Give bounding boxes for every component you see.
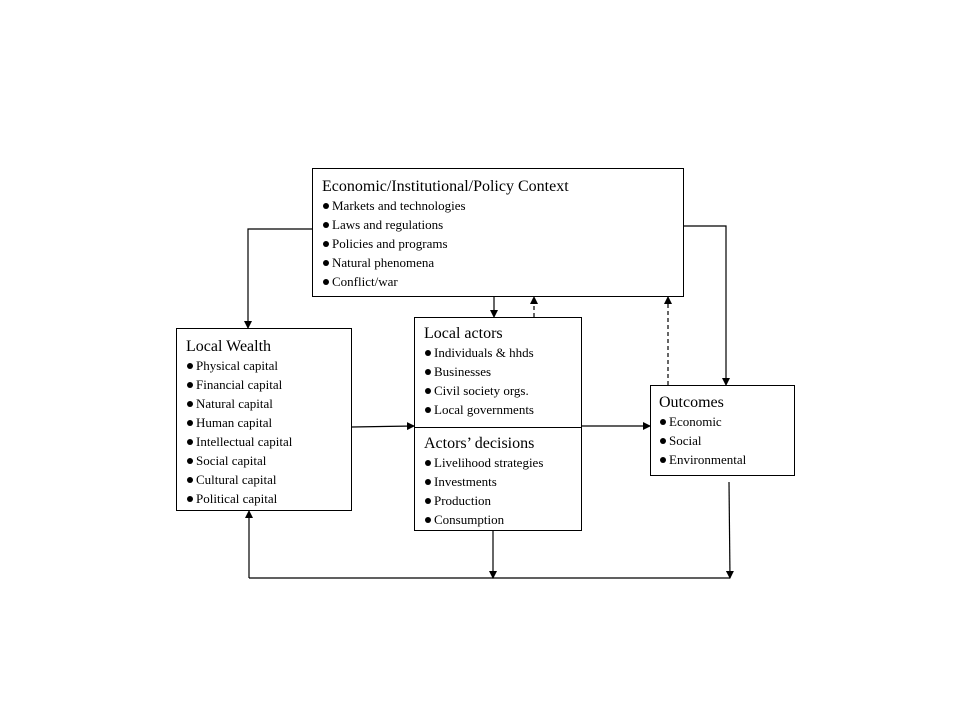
local-actors-section: Local actors Individuals & hhds Business…	[415, 318, 581, 428]
outcomes-title: Outcomes	[659, 394, 724, 411]
actors-decisions-item: Consumption	[424, 510, 581, 529]
local-wealth-item: Physical capital	[186, 356, 351, 375]
outcomes-item: Economic	[659, 412, 794, 431]
local-wealth-box: Local Wealth Physical capital Financial …	[176, 328, 352, 511]
actors-decisions-item: Livelihood strategies	[424, 453, 581, 472]
actors-decisions-item: Production	[424, 491, 581, 510]
actors-decisions-list: Livelihood strategies Investments Produc…	[424, 453, 581, 529]
context-box: Economic/Institutional/Policy Context Ma…	[312, 168, 684, 297]
arrow-outcomes-down	[725, 481, 734, 579]
context-item: Laws and regulations	[322, 215, 683, 234]
local-wealth-item: Human capital	[186, 413, 351, 432]
arrow-wealth-to-actors	[351, 422, 415, 431]
local-actors-item: Businesses	[424, 362, 581, 381]
actors-decisions-item: Investments	[424, 472, 581, 491]
outcomes-box: Outcomes Economic Social Environmental	[650, 385, 795, 476]
actors-decisions-section: Actors’ decisions Livelihood strategies …	[415, 428, 581, 529]
context-item: Markets and technologies	[322, 196, 683, 215]
local-wealth-item: Intellectual capital	[186, 432, 351, 451]
local-actors-item: Civil society orgs.	[424, 381, 581, 400]
local-wealth-item: Financial capital	[186, 375, 351, 394]
context-item: Natural phenomena	[322, 253, 683, 272]
outcomes-list: Economic Social Environmental	[659, 412, 794, 469]
context-item: Policies and programs	[322, 234, 683, 253]
outcomes-item: Environmental	[659, 450, 794, 469]
arrow-context-to-outcomes	[684, 225, 730, 386]
local-actors-box: Local actors Individuals & hhds Business…	[414, 317, 582, 531]
local-actors-list: Individuals & hhds Businesses Civil soci…	[424, 343, 581, 419]
local-wealth-item: Social capital	[186, 451, 351, 470]
local-wealth-item: Cultural capital	[186, 470, 351, 489]
actors-decisions-title: Actors’ decisions	[424, 435, 535, 452]
local-wealth-title: Local Wealth	[186, 338, 272, 355]
local-actors-item: Local governments	[424, 400, 581, 419]
arrow-context-to-wealth	[244, 228, 312, 329]
local-wealth-item: Natural capital	[186, 394, 351, 413]
local-wealth-list: Physical capital Financial capital Natur…	[186, 356, 351, 508]
local-actors-item: Individuals & hhds	[424, 343, 581, 362]
context-title: Economic/Institutional/Policy Context	[322, 178, 569, 195]
outcomes-item: Social	[659, 431, 794, 450]
local-wealth-item: Political capital	[186, 489, 351, 508]
context-list: Markets and technologies Laws and regula…	[322, 196, 683, 291]
context-item: Conflict/war	[322, 272, 683, 291]
local-actors-title: Local actors	[424, 325, 503, 342]
